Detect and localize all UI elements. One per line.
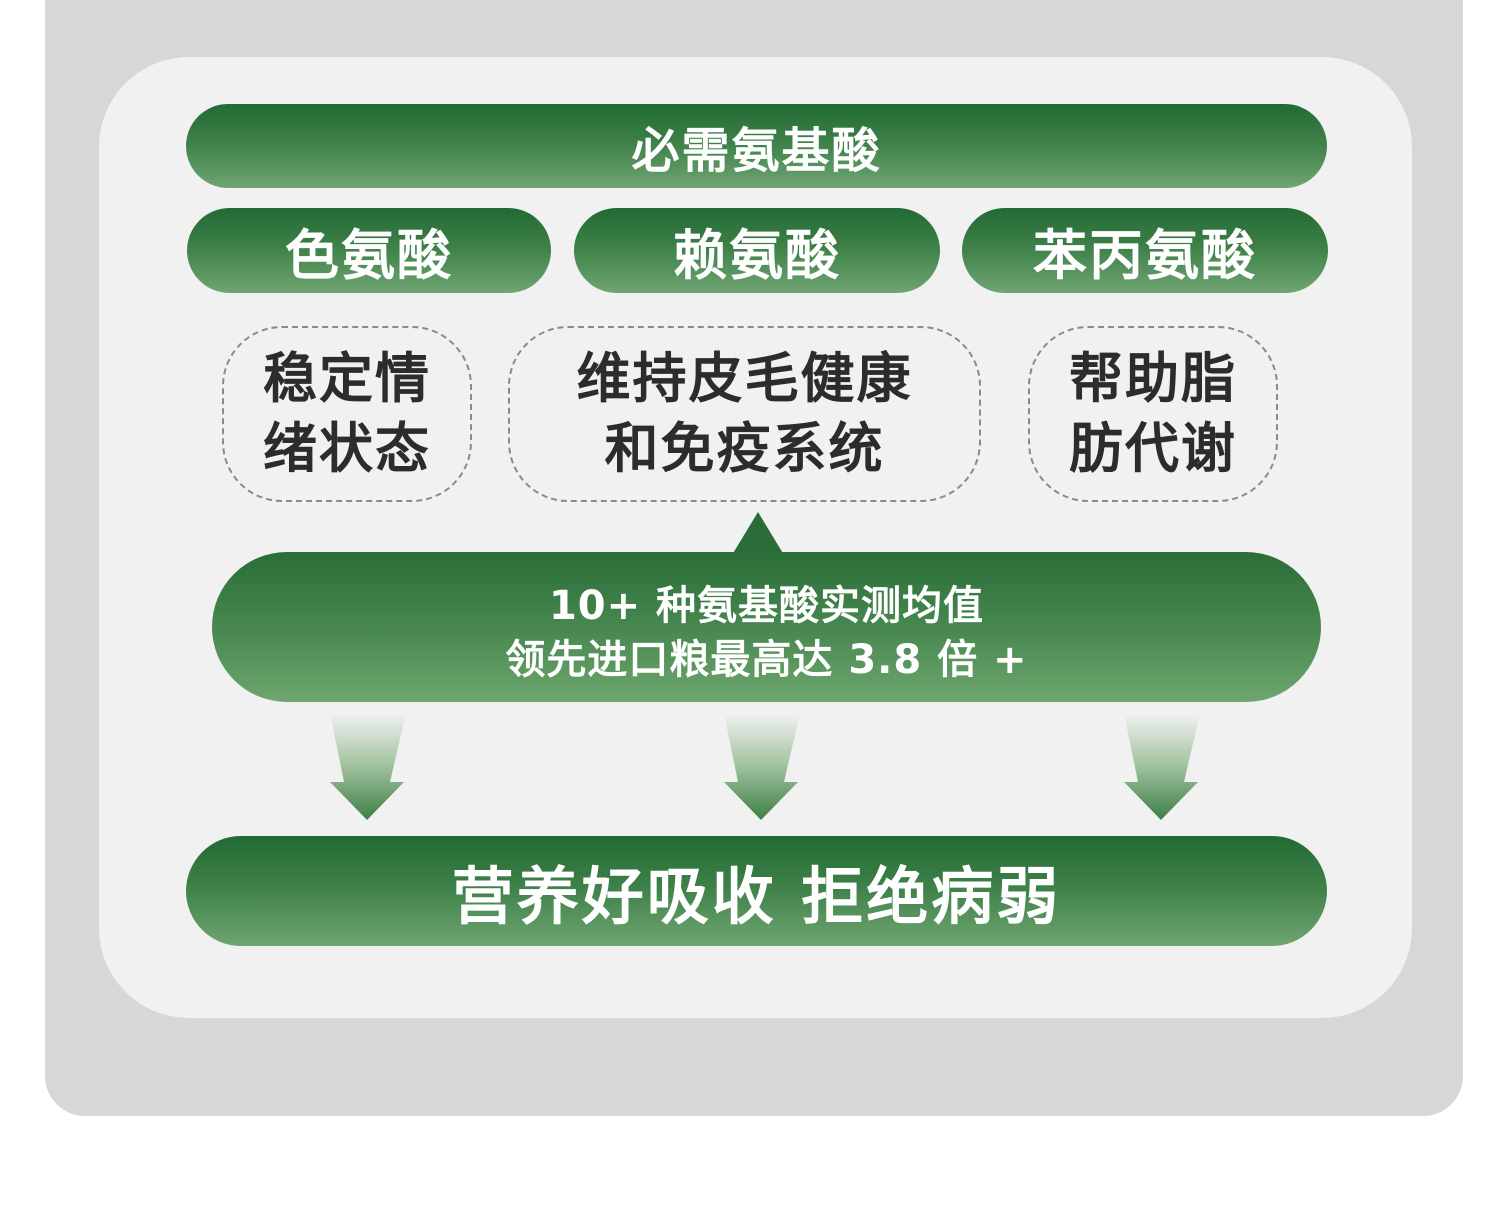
benefit-box-lysine: 维持皮毛健康 和免疫系统 [508, 326, 981, 502]
callout-line-2: 领先进口粮最高达 3.8 倍 + [505, 637, 1028, 683]
benefit-text-line: 维持皮毛健康 [576, 347, 913, 410]
benefit-text-line: 稳定情 [263, 347, 431, 410]
benefit-text-line: 和免疫系统 [604, 417, 885, 480]
amino-acid-pill-tryptophan: 色氨酸 [187, 208, 551, 293]
callout-line-1: 10+ 种氨基酸实测均值 [548, 583, 985, 629]
benefit-box-phenylalanine: 帮助脂 肪代谢 [1028, 326, 1278, 502]
essential-amino-acids-header: 必需氨基酸 [186, 104, 1327, 188]
benefit-text-line: 帮助脂 [1069, 347, 1237, 410]
slogan-banner: 营养好吸收 拒绝病弱 [186, 836, 1327, 946]
callout-text: 10+ 种氨基酸实测均值 领先进口粮最高达 3.8 倍 + [212, 573, 1321, 693]
benefit-box-tryptophan: 稳定情 绪状态 [222, 326, 472, 502]
amino-acid-pill-lysine: 赖氨酸 [574, 208, 940, 293]
amino-acid-pill-phenylalanine: 苯丙氨酸 [962, 208, 1328, 293]
benefit-text-line: 绪状态 [263, 417, 431, 480]
benefit-text-line: 肪代谢 [1069, 417, 1237, 480]
